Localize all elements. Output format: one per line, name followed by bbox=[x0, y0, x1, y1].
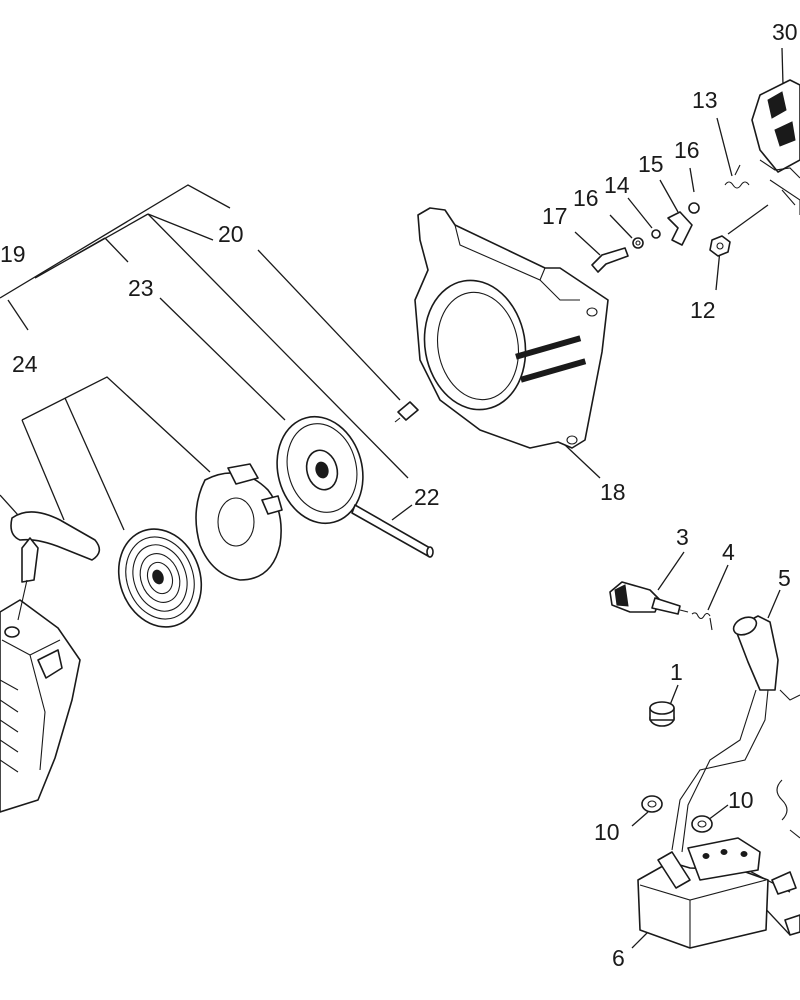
callout-5: 5 bbox=[778, 565, 791, 591]
screw-20 bbox=[394, 401, 419, 423]
callout-1: 1 bbox=[670, 659, 683, 685]
callout-6: 6 bbox=[612, 945, 625, 971]
leader-lines bbox=[0, 47, 791, 949]
starter-cover bbox=[0, 599, 81, 813]
callouts: 30 13 16 15 14 16 17 12 20 19 23 24 22 1… bbox=[0, 19, 798, 971]
callout-14: 14 bbox=[604, 172, 630, 198]
callout-22: 22 bbox=[414, 484, 440, 510]
washer-16b bbox=[688, 202, 700, 214]
bolt-17 bbox=[591, 247, 629, 273]
nuts-10 bbox=[641, 795, 713, 833]
spring-13 bbox=[724, 164, 750, 189]
starter-handle bbox=[10, 511, 101, 621]
recoil-pulley bbox=[276, 415, 364, 525]
callout-24: 24 bbox=[12, 351, 38, 377]
spark-plug bbox=[609, 581, 689, 615]
bracket-15 bbox=[667, 211, 693, 246]
starter-rope bbox=[351, 504, 434, 558]
callout-3: 3 bbox=[676, 524, 689, 550]
hardware-12-17 bbox=[591, 164, 750, 273]
callout-19: 19 bbox=[0, 241, 26, 267]
callout-30: 30 bbox=[772, 19, 798, 45]
callout-16b: 16 bbox=[674, 137, 700, 163]
callout-17: 17 bbox=[542, 203, 568, 229]
callout-4: 4 bbox=[722, 539, 735, 565]
washer-16a bbox=[632, 237, 644, 249]
nut-12 bbox=[709, 235, 731, 257]
callout-10a: 10 bbox=[594, 819, 620, 845]
grommet-1 bbox=[649, 701, 675, 727]
callout-10b: 10 bbox=[728, 787, 754, 813]
fan-housing bbox=[414, 207, 609, 449]
callout-15: 15 bbox=[638, 151, 664, 177]
callout-16a: 16 bbox=[573, 185, 599, 211]
callout-23: 23 bbox=[128, 275, 154, 301]
callout-12: 12 bbox=[690, 297, 716, 323]
throttle-linkage bbox=[751, 79, 800, 215]
ignition-spring bbox=[691, 612, 713, 631]
starter-housing-plate bbox=[195, 463, 283, 581]
washer-14 bbox=[651, 229, 661, 239]
callout-18: 18 bbox=[600, 479, 626, 505]
ignition-coil bbox=[637, 779, 800, 949]
callout-13: 13 bbox=[692, 87, 718, 113]
callout-20: 20 bbox=[218, 221, 244, 247]
starter-pulley-cover bbox=[117, 528, 203, 628]
spark-plug-boot bbox=[671, 615, 800, 853]
